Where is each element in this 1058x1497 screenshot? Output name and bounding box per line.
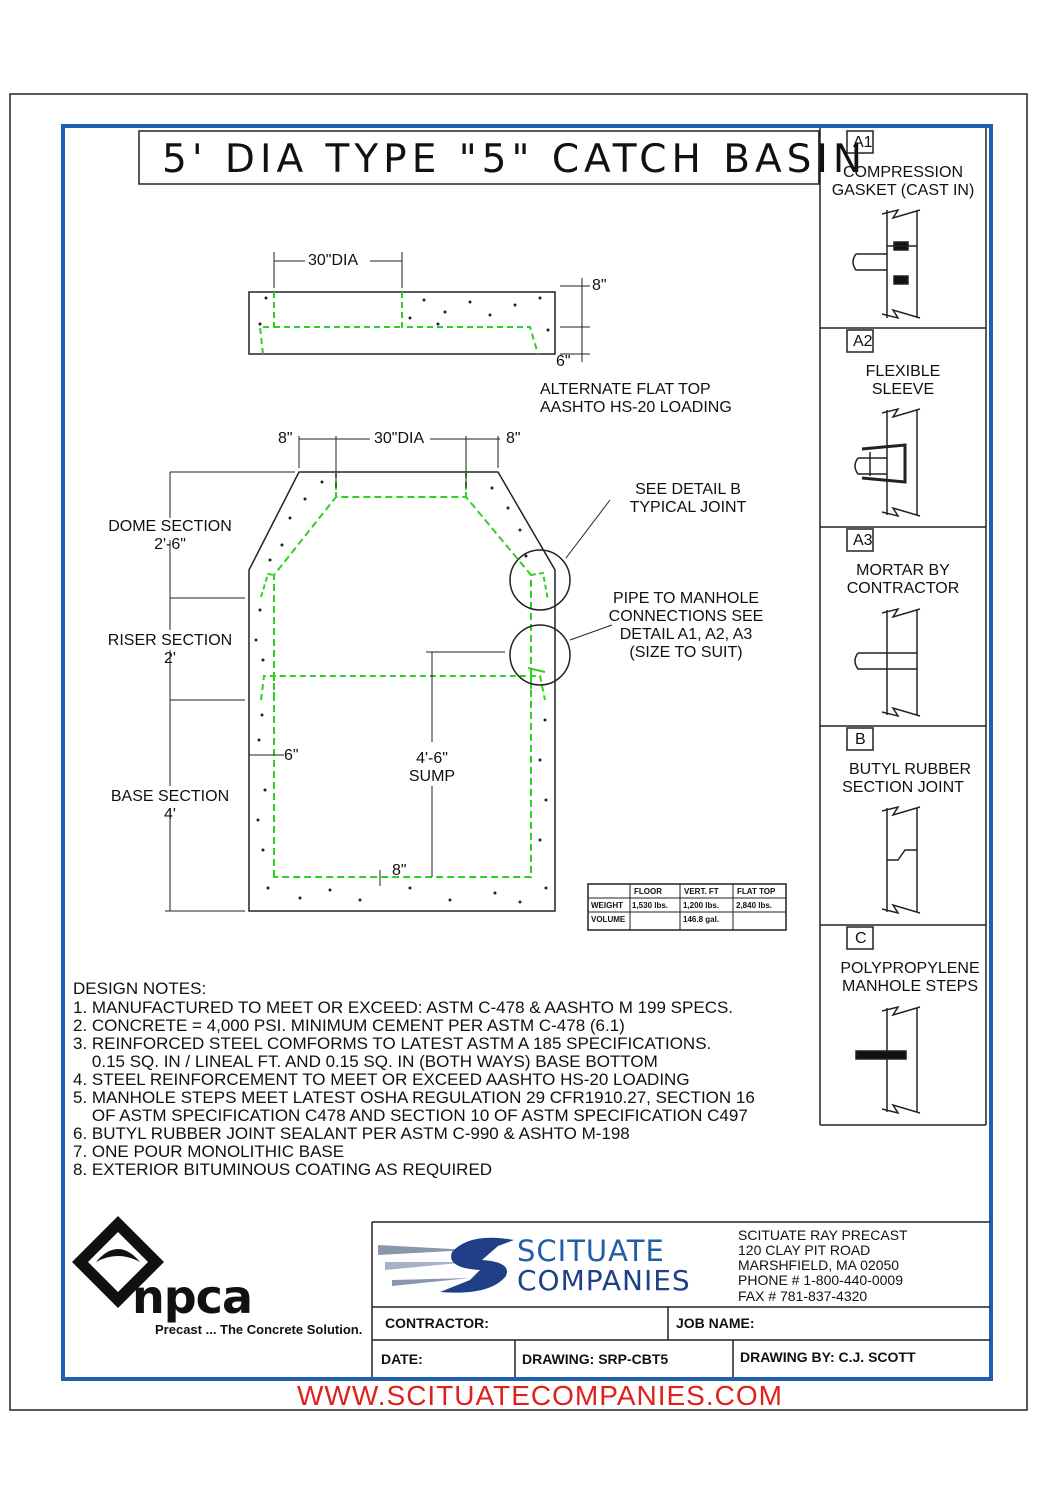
page-title: 5' DIA TYPE "5" CATCH BASIN — [162, 137, 868, 182]
company-address-3: MARSHFIELD, MA 02050 — [738, 1257, 900, 1273]
detail-a3-title-2: CONTRACTOR — [846, 580, 960, 597]
detail-a1-title-2: GASKET (CAST IN) — [831, 182, 975, 199]
callout-pipe-4: (SIZE TO SUIT) — [629, 644, 743, 661]
table-cell-weight-floor: 1,530 lbs. — [632, 901, 669, 910]
callout-detail-b-2: TYPICAL JOINT — [629, 499, 747, 516]
sump-label: SUMP — [408, 768, 456, 785]
flat-top-thickness-dim: 8" — [592, 277, 607, 294]
table-cell-volume-vert: 146.8 gal. — [683, 915, 720, 924]
detail-a3-tag: A3 — [853, 532, 873, 549]
base-section-label: BASE SECTION — [110, 788, 230, 805]
design-note-line: 1. MANUFACTURED TO MEET OR EXCEED: ASTM … — [73, 998, 734, 1017]
company-name-2: COMPANIES — [517, 1264, 691, 1297]
title-block — [371, 1221, 990, 1377]
callout-detail-b-1: SEE DETAIL B — [635, 481, 741, 498]
detail-c-tag: C — [855, 930, 867, 947]
detail-c-title-2: MANHOLE STEPS — [841, 978, 979, 995]
detail-a2-drawing — [854, 407, 921, 518]
detail-c-title-1: POLYPROPYLENE — [840, 960, 980, 977]
callout-pipe-1: PIPE TO MANHOLE — [612, 590, 760, 607]
company-name-1: SCITUATE — [517, 1234, 665, 1268]
scituate-swoosh-logo — [378, 1237, 514, 1293]
table-cell-weight-flat: 2,840 lbs. — [736, 901, 773, 910]
detail-b-drawing — [881, 805, 921, 915]
design-notes-heading: DESIGN NOTES: — [73, 979, 207, 998]
flat-top-caption-1: ALTERNATE FLAT TOP — [540, 381, 711, 398]
flat-top-dia-dim: 30"DIA — [308, 252, 359, 269]
design-note-line: 2. CONCRETE = 4,000 PSI. MINIMUM CEMENT … — [73, 1016, 625, 1035]
design-note-line: 3. REINFORCED STEEL COMFORMS TO LATEST A… — [73, 1034, 712, 1053]
design-note-line: 4. STEEL REINFORCEMENT TO MEET OR EXCEED… — [73, 1070, 690, 1089]
dome-section-label: DOME SECTION — [108, 518, 232, 535]
riser-section-label: RISER SECTION — [107, 632, 233, 649]
detail-a1-title-1: COMPRESSION — [842, 164, 963, 181]
detail-a1-drawing — [852, 208, 921, 320]
table-header-flat-top: FLAT TOP — [737, 887, 776, 896]
detail-b-title-2: SECTION JOINT — [842, 779, 964, 796]
job-name-field: JOB NAME: — [676, 1315, 755, 1331]
detail-a2-tag: A2 — [853, 333, 873, 350]
date-field: DATE: — [381, 1351, 423, 1367]
detail-a2-title-2: SLEEVE — [871, 381, 935, 398]
weight-table-grid — [587, 883, 787, 931]
detail-a1-tag: A1 — [853, 134, 873, 151]
detail-b-title-1: BUTYL RUBBER — [848, 761, 972, 778]
dome-section-height: 2'-6" — [154, 536, 186, 553]
design-note-line: 5. MANHOLE STEPS MEET LATEST OSHA REGULA… — [73, 1088, 755, 1107]
table-row-volume-label: VOLUME — [591, 915, 626, 924]
detail-a3-drawing — [854, 607, 921, 718]
drawing-number-field: DRAWING: SRP-CBT5 — [522, 1351, 669, 1367]
table-header-floor: FLOOR — [634, 887, 662, 896]
top-opening-dim: 30"DIA — [374, 430, 425, 447]
callout-pipe-2: CONNECTIONS SEE — [608, 608, 764, 625]
detail-a3-title-1: MORTAR BY — [856, 562, 950, 579]
npca-tagline: Precast ... The Concrete Solution. — [155, 1322, 363, 1337]
flat-top-caption-2: AASHTO HS-20 LOADING — [540, 399, 732, 416]
contractor-field: CONTRACTOR: — [385, 1315, 489, 1331]
catch-basin-section — [165, 436, 613, 912]
table-row-weight-label: WEIGHT — [591, 901, 623, 910]
table-cell-weight-vert: 1,200 lbs. — [683, 901, 720, 910]
detail-c-drawing — [855, 1005, 921, 1115]
detail-a2-title-1: FLEXIBLE — [865, 363, 941, 380]
company-address-1: SCITUATE RAY PRECAST — [738, 1227, 908, 1243]
design-note-line: 7. ONE POUR MONOLITHIC BASE — [73, 1142, 345, 1161]
flat-top-lip-dim: 6" — [556, 353, 571, 370]
table-header-vert-ft: VERT. FT — [684, 887, 719, 896]
design-note-line: 6. BUTYL RUBBER JOINT SEALANT PER ASTM C… — [73, 1124, 630, 1143]
company-address-2: 120 CLAY PIT ROAD — [738, 1242, 871, 1258]
detail-column — [819, 128, 987, 1126]
design-note-line: OF ASTM SPECIFICATION C478 AND SECTION 1… — [73, 1106, 748, 1125]
top-right-wall-dim: 8" — [506, 430, 521, 447]
drawing-by-field: DRAWING BY: C.J. SCOTT — [740, 1349, 916, 1365]
callout-pipe-3: DETAIL A1, A2, A3 — [619, 626, 753, 643]
floor-thickness-dim: 8" — [392, 862, 407, 879]
flat-top-drawing — [248, 252, 590, 362]
detail-b-tag: B — [855, 731, 866, 748]
website-link[interactable]: WWW.SCITUATECOMPANIES.COM — [297, 1380, 783, 1411]
base-section-height: 4' — [164, 806, 176, 823]
company-phone: PHONE # 1-800-440-0009 — [738, 1272, 903, 1288]
company-fax: FAX # 781-837-4320 — [738, 1288, 868, 1304]
npca-logo-mark — [72, 1216, 164, 1308]
sump-depth-dim: 4'-6" — [416, 750, 448, 767]
top-left-wall-dim: 8" — [278, 430, 293, 447]
riser-section-height: 2' — [164, 650, 176, 667]
npca-logo-text: npca — [132, 1270, 253, 1324]
wall-thickness-dim: 6" — [284, 747, 299, 764]
design-note-line: 0.15 SQ. IN / LINEAL FT. AND 0.15 SQ. IN… — [73, 1052, 658, 1071]
design-note-line: 8. EXTERIOR BITUMINOUS COATING AS REQUIR… — [73, 1160, 493, 1179]
sheet-border — [9, 93, 1028, 1411]
blue-frame — [61, 124, 993, 1381]
